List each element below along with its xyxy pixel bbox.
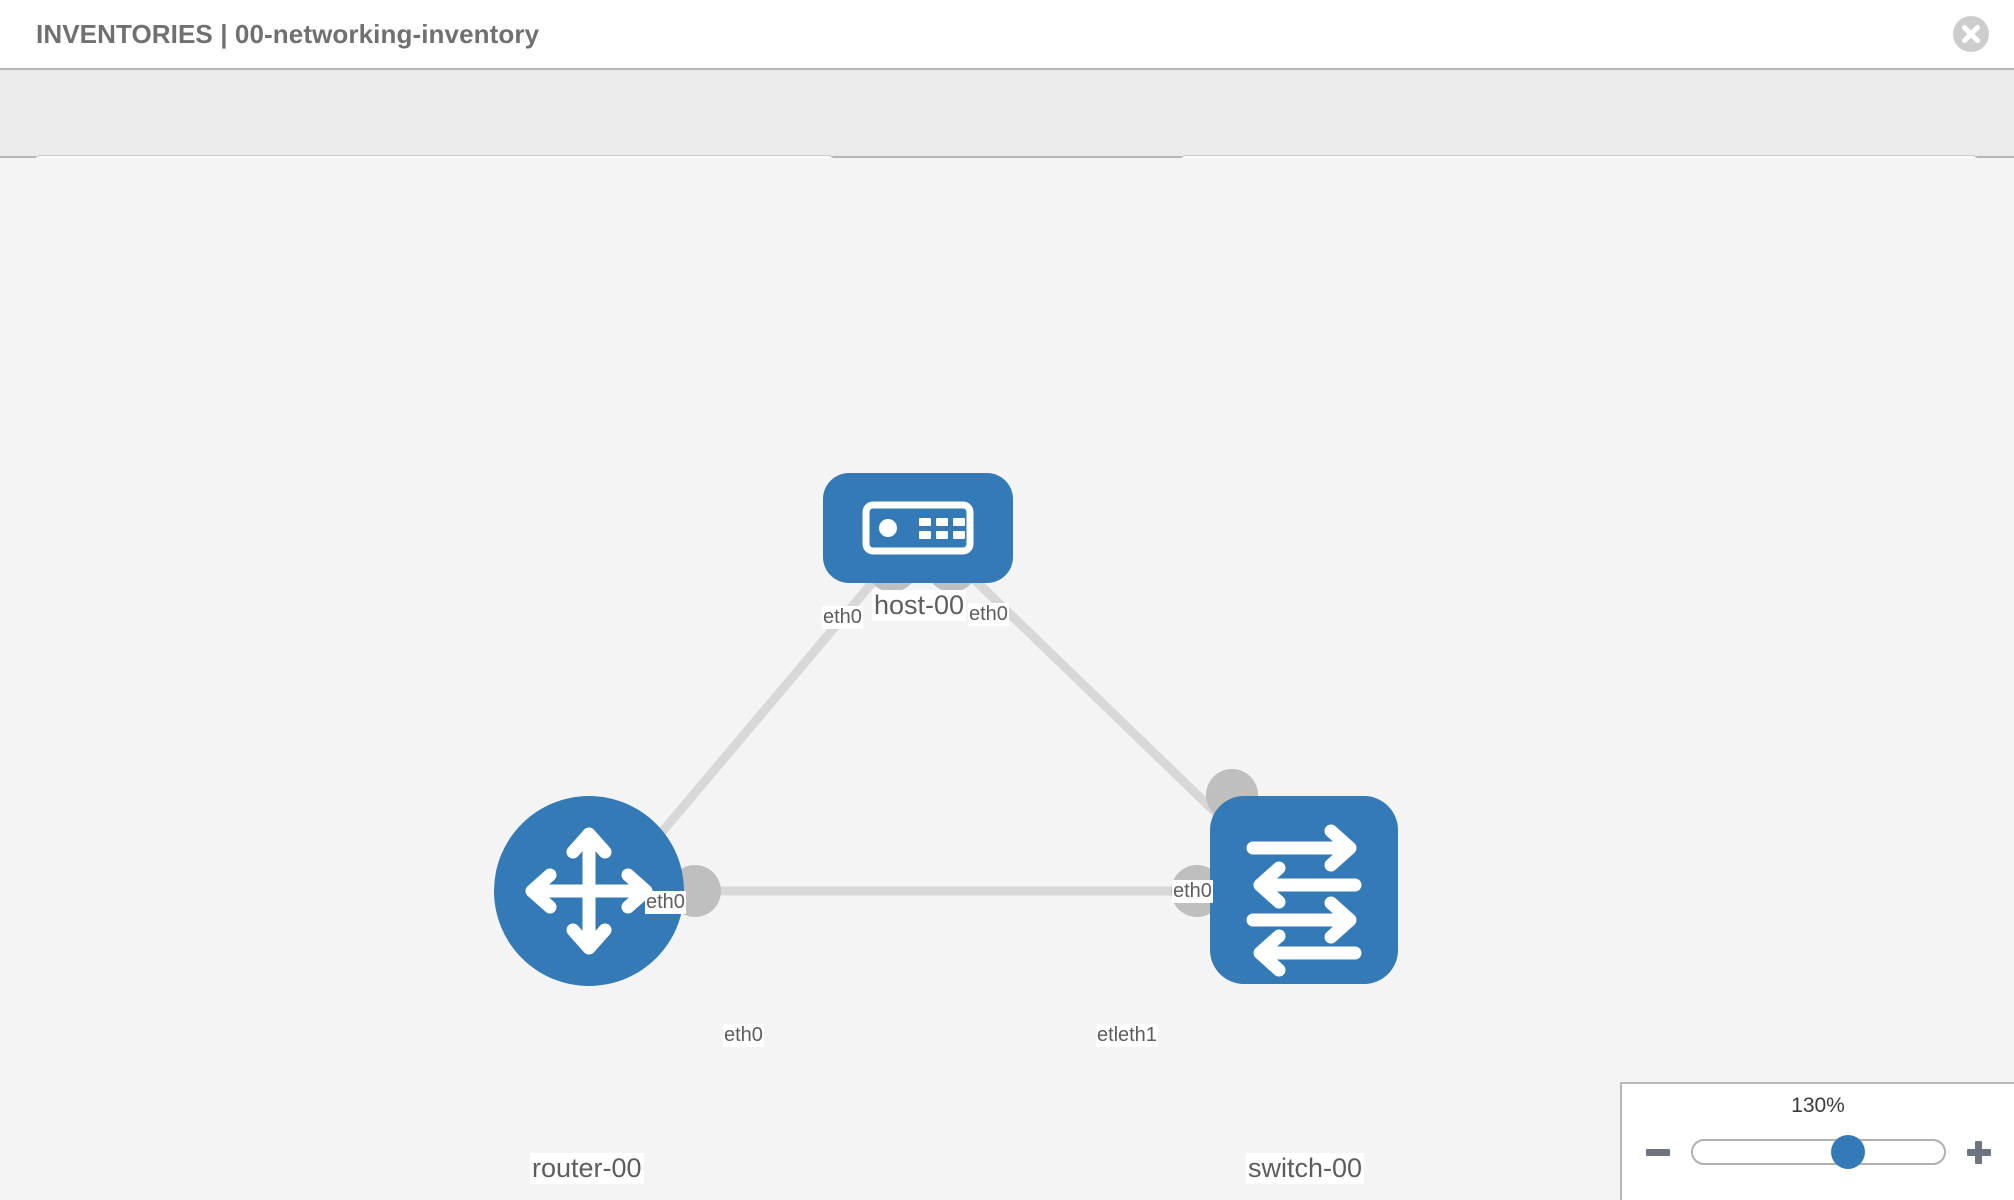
page-header: INVENTORIES | 00-networking-inventory — [0, 0, 2014, 68]
node-switch-00 — [1210, 796, 1398, 984]
zoom-slider-track[interactable] — [1690, 1135, 1946, 1169]
zoom-slider-thumb[interactable] — [1831, 1135, 1866, 1169]
iface-label-host-eth0-right[interactable]: eth0 — [968, 603, 1009, 626]
node-label-router-00[interactable]: router-00 — [530, 1153, 644, 1184]
zoom-control-panel: 130% — [1620, 1082, 2014, 1200]
topology-canvas[interactable]: host-00 router-00 switch-00 eth0 eth0 et… — [0, 158, 2014, 1200]
iface-label-router-eth0-trunk[interactable]: eth0 — [723, 1024, 764, 1047]
zoom-level-value: 130% — [1791, 1094, 1845, 1117]
zoom-slider-row — [1622, 1132, 2014, 1172]
zoom-in-button[interactable] — [1962, 1135, 1996, 1169]
zoom-out-button[interactable] — [1641, 1135, 1675, 1169]
node-label-switch-00[interactable]: switch-00 — [1246, 1153, 1365, 1184]
node-host-00 — [823, 473, 1013, 583]
edge-host-router — [636, 555, 897, 861]
page-title: INVENTORIES | 00-networking-inventory — [36, 18, 540, 49]
node-label-host-00[interactable]: host-00 — [872, 590, 967, 621]
iface-label-switch-eth0-uplink[interactable]: eth0 — [1172, 880, 1213, 903]
toolbar: ACTIONS SEARCH — [0, 68, 2014, 211]
edge-host-switch — [948, 554, 1246, 842]
iface-label-switch-eth1-trunk[interactable]: eth1 — [1117, 1024, 1158, 1047]
topology-graph — [494, 473, 1398, 986]
iface-label-host-eth0-left[interactable]: eth0 — [822, 606, 863, 629]
node-router-00 — [494, 796, 684, 986]
iface-label-router-eth0-uplink[interactable]: eth0 — [645, 891, 686, 914]
close-icon[interactable] — [1952, 15, 1990, 53]
